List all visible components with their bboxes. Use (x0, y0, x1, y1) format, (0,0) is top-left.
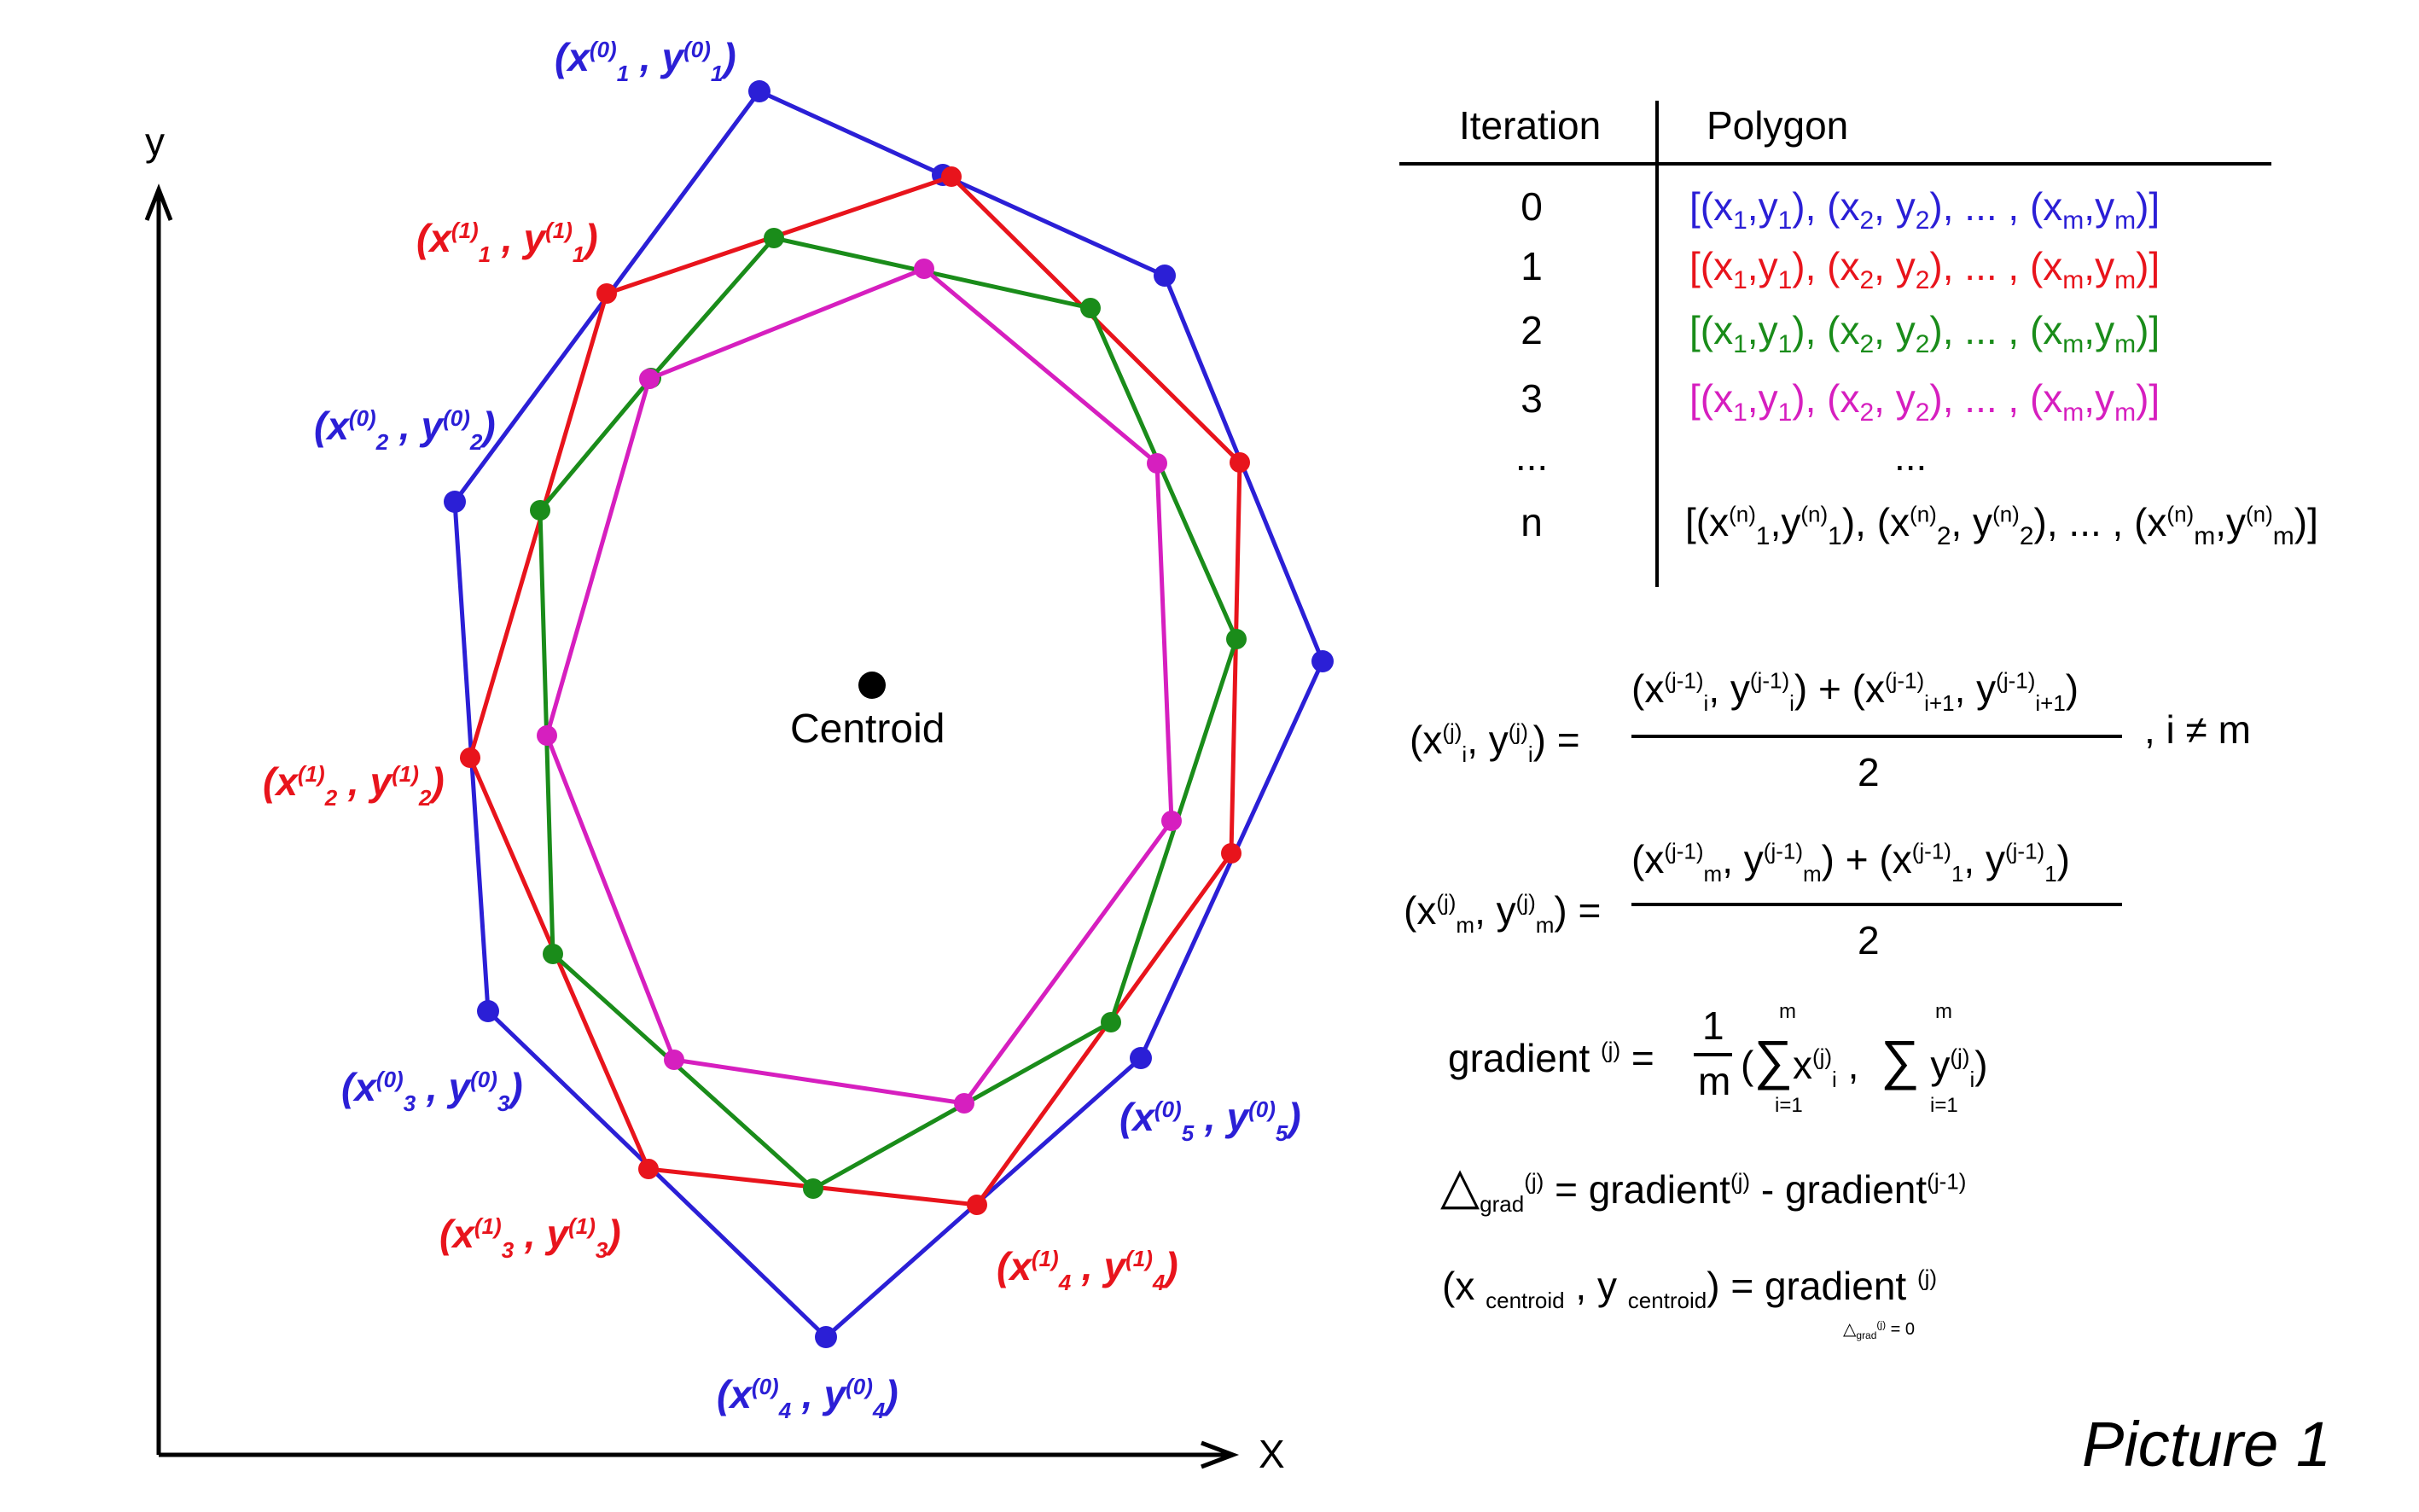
table-row-n: n [(x(n)1,y(n)1), (x(n)2, y(n)2), ... , … (1399, 499, 2389, 559)
iteration-0-vertex-3 (1154, 265, 1176, 287)
iteration-1-vertex-6 (460, 747, 480, 768)
iteration-0-vertex-7 (477, 1000, 499, 1022)
iteration-0-vertex-5 (1130, 1047, 1152, 1069)
iteration-2-vertex-3 (1226, 629, 1247, 649)
formula-2-numerator: (x(j-1)m, y(j-1)m) + (x(j-1)1, y(j-1)1) (1631, 837, 2070, 887)
table-header-divider (1399, 162, 2271, 166)
table-row-iteration: ... (1515, 434, 1549, 479)
table-row-polygon: [(x1,y1), (x2, y2), ... , (xm,ym)] (1689, 376, 2160, 427)
iteration-0-vertex-6 (815, 1326, 837, 1348)
formula-2-fraction-bar (1631, 903, 2122, 906)
label-v0-5: (x(0)5 , y(0)5) (1119, 1095, 1301, 1146)
formula-3-sum-top-2: m (1935, 1000, 1952, 1023)
iteration-1-vertex-1 (941, 166, 962, 187)
iteration-3-vertex-2 (1147, 453, 1167, 474)
iteration-3-polygon (544, 266, 1174, 1106)
formula-1-fraction-bar (1631, 735, 2122, 738)
iteration-1-vertex-4 (967, 1195, 987, 1215)
table-row-2: 2 [(x1,y1), (x2, y2), ... , (xm,ym)] (1399, 307, 2389, 367)
table-row-ellipsis: ... ... (1399, 433, 2389, 493)
table-row-iteration: n (1521, 500, 1543, 544)
formula-3-sum-top-1: m (1779, 1000, 1796, 1023)
label-v1-2: (x(1)2 , y(1)2) (263, 759, 445, 811)
x-axis-arrow (1201, 1440, 1240, 1469)
formula-1-denominator: 2 (1858, 750, 1880, 794)
formula-5-centroid: (x centroid , y centroid) = gradient (j) (1442, 1264, 1938, 1314)
y-axis-arrow (144, 183, 173, 221)
polygon-layers (444, 80, 1334, 1348)
iteration-3-vertex-5 (664, 1050, 684, 1070)
y-axis-label: y (145, 119, 165, 164)
formula-3-fraction-bar (1694, 1053, 1732, 1056)
iteration-2-vertex-6 (543, 944, 563, 964)
iteration-3-vertex-4 (954, 1093, 974, 1114)
iteration-2-vertex-5 (803, 1178, 823, 1199)
table-row-0: 0 [(x1,y1), (x2, y2), ... , (xm,ym)] (1399, 183, 2389, 243)
iteration-0-vertex-1 (748, 80, 770, 102)
table-row-polygon: [(x1,y1), (x2, y2), ... , (xm,ym)] (1689, 244, 2160, 295)
formula-2-denominator: 2 (1858, 918, 1880, 962)
label-v1-1: (x(1)1 , y(1)1) (416, 216, 598, 267)
label-v0-4: (x(0)4 , y(0)4) (717, 1372, 898, 1423)
label-v1-3: (x(1)3 , y(1)3) (439, 1212, 621, 1263)
formula-3-m: m (1698, 1059, 1731, 1103)
formula-3-gradient: gradient (j) = (1448, 1036, 1654, 1080)
table-row-iteration: 0 (1521, 184, 1543, 229)
iteration-3-vertex-3 (1161, 811, 1182, 831)
x-axis-label: X (1259, 1432, 1285, 1476)
label-v1-4: (x(1)4 , y(1)4) (997, 1244, 1178, 1295)
picture-title: Picture 1 (2082, 1409, 2332, 1480)
iteration-1-vertex-7 (596, 283, 617, 304)
formula-3-sum-x: (∑x(j)i , ∑ y(j)i) (1741, 1029, 1988, 1093)
iteration-3-vertex-6 (537, 725, 557, 746)
iteration-1-vertex-5 (638, 1159, 659, 1179)
iteration-0-vertex-8 (444, 491, 466, 513)
table-row-iteration: 3 (1521, 376, 1543, 421)
table-column-divider (1655, 101, 1659, 587)
iteration-3-vertex-7 (639, 369, 660, 389)
table-header-iteration: Iteration (1459, 103, 1602, 148)
formula-3-one: 1 (1702, 1003, 1724, 1048)
iteration-2-vertex-4 (1101, 1012, 1121, 1032)
table-row-polygon: ... (1894, 434, 1928, 479)
table-header-polygon: Polygon (1707, 103, 1849, 148)
iteration-1-vertex-3 (1221, 843, 1241, 864)
iteration-2-vertex-7 (530, 500, 550, 520)
label-v0-1: (x(0)1 , y(0)1) (555, 35, 736, 86)
iteration-3-vertex-1 (914, 259, 934, 279)
table-row-polygon: [(x1,y1), (x2, y2), ... , (xm,ym)] (1689, 308, 2160, 359)
iteration-2-vertex-2 (1080, 298, 1101, 318)
label-v0-3: (x(0)3 , y(0)3) (341, 1065, 523, 1116)
iteration-1-vertex-2 (1230, 452, 1250, 473)
formula-1-condition: , i ≠ m (2144, 707, 2251, 752)
iteration-0-vertex-4 (1311, 650, 1334, 672)
centroid-label: Centroid (790, 707, 945, 752)
table-row-iteration: 2 (1521, 308, 1543, 352)
formula-3-sum-bottom-1: i=1 (1775, 1094, 1803, 1117)
formula-5-condition: △grad(j) = 0 (1843, 1318, 1916, 1341)
formula-1-lhs: (x(j)i, y(j)i) = (1410, 718, 1580, 768)
iteration-2-vertex-1 (764, 228, 784, 248)
table-row-1: 1 [(x1,y1), (x2, y2), ... , (xm,ym)] (1399, 243, 2389, 303)
label-v0-2: (x(0)2 , y(0)2) (314, 404, 496, 455)
formula-1-numerator: (x(j-1)i, y(j-1)i) + (x(j-1)i+1, y(j-1)i… (1631, 666, 2079, 717)
table-row-polygon: [(x1,y1), (x2, y2), ... , (xm,ym)] (1689, 184, 2160, 236)
formula-3-sum-bottom-2: i=1 (1930, 1094, 1958, 1117)
table-row-iteration: 1 (1521, 244, 1543, 288)
formula-2-lhs: (x(j)m, y(j)m) = (1404, 888, 1602, 939)
table-row-3: 3 [(x1,y1), (x2, y2), ... , (xm,ym)] (1399, 375, 2389, 435)
table-row-polygon: [(x(n)1,y(n)1), (x(n)2, y(n)2), ... , (x… (1685, 500, 2318, 551)
centroid-point (858, 672, 886, 699)
iteration-1-polygon (468, 174, 1242, 1207)
polygon-diagram: y X Centroid (x(0)1 , y(0)1) (x(0)2 , y(… (144, 35, 1334, 1476)
formula-4-delta-grad: △grad(j) = gradient(j) - gradient(j-1) (1440, 1157, 1967, 1218)
